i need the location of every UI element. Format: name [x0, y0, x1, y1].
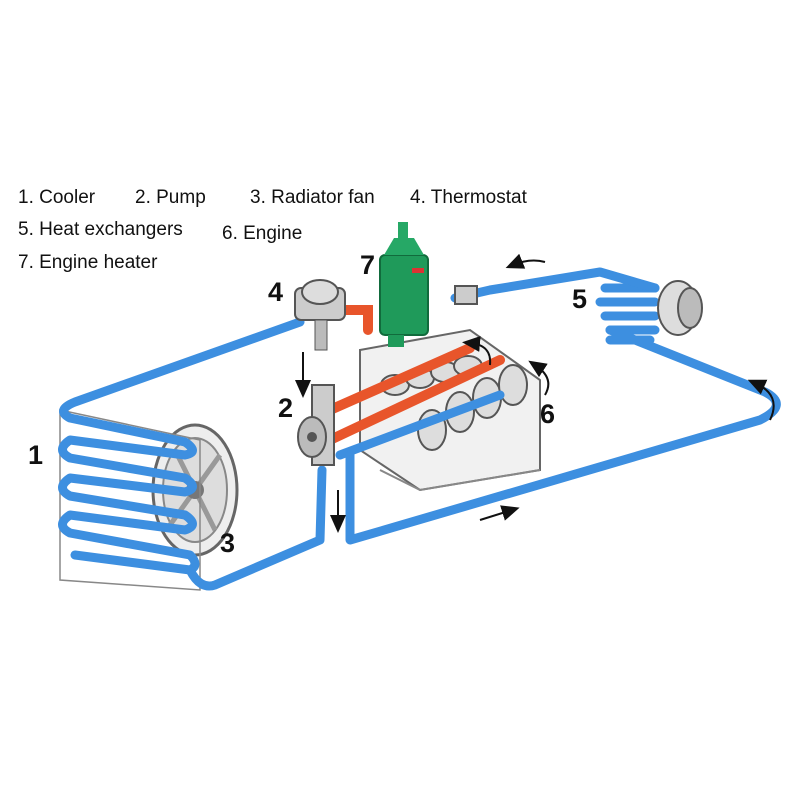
flow-arrows — [295, 253, 775, 533]
callout-3: 3 — [220, 528, 236, 558]
legend-item-radiator-fan: 3. Radiator fan — [250, 187, 375, 208]
legend-item-cooler: 1. Cooler — [18, 187, 96, 208]
callout-7: 7 — [360, 250, 376, 280]
callout-5: 5 — [572, 284, 588, 314]
callout-6: 6 — [540, 399, 556, 429]
pump — [297, 384, 335, 466]
callout-2: 2 — [278, 393, 294, 423]
legend-item-thermostat: 4. Thermostat — [410, 187, 527, 208]
thermostat — [294, 279, 346, 351]
legend-item-heat-exchangers: 5. Heat exchangers — [18, 219, 183, 240]
legend-item-engine: 6. Engine — [222, 223, 303, 244]
valve — [454, 285, 478, 305]
heat-exchanger-blower — [657, 280, 703, 336]
callout-4: 4 — [268, 277, 284, 307]
legend-item-pump: 2. Pump — [135, 187, 206, 208]
engine-heater — [379, 222, 429, 347]
callout-1: 1 — [28, 440, 44, 470]
legend-item-engine-heater: 7. Engine heater — [18, 252, 158, 273]
